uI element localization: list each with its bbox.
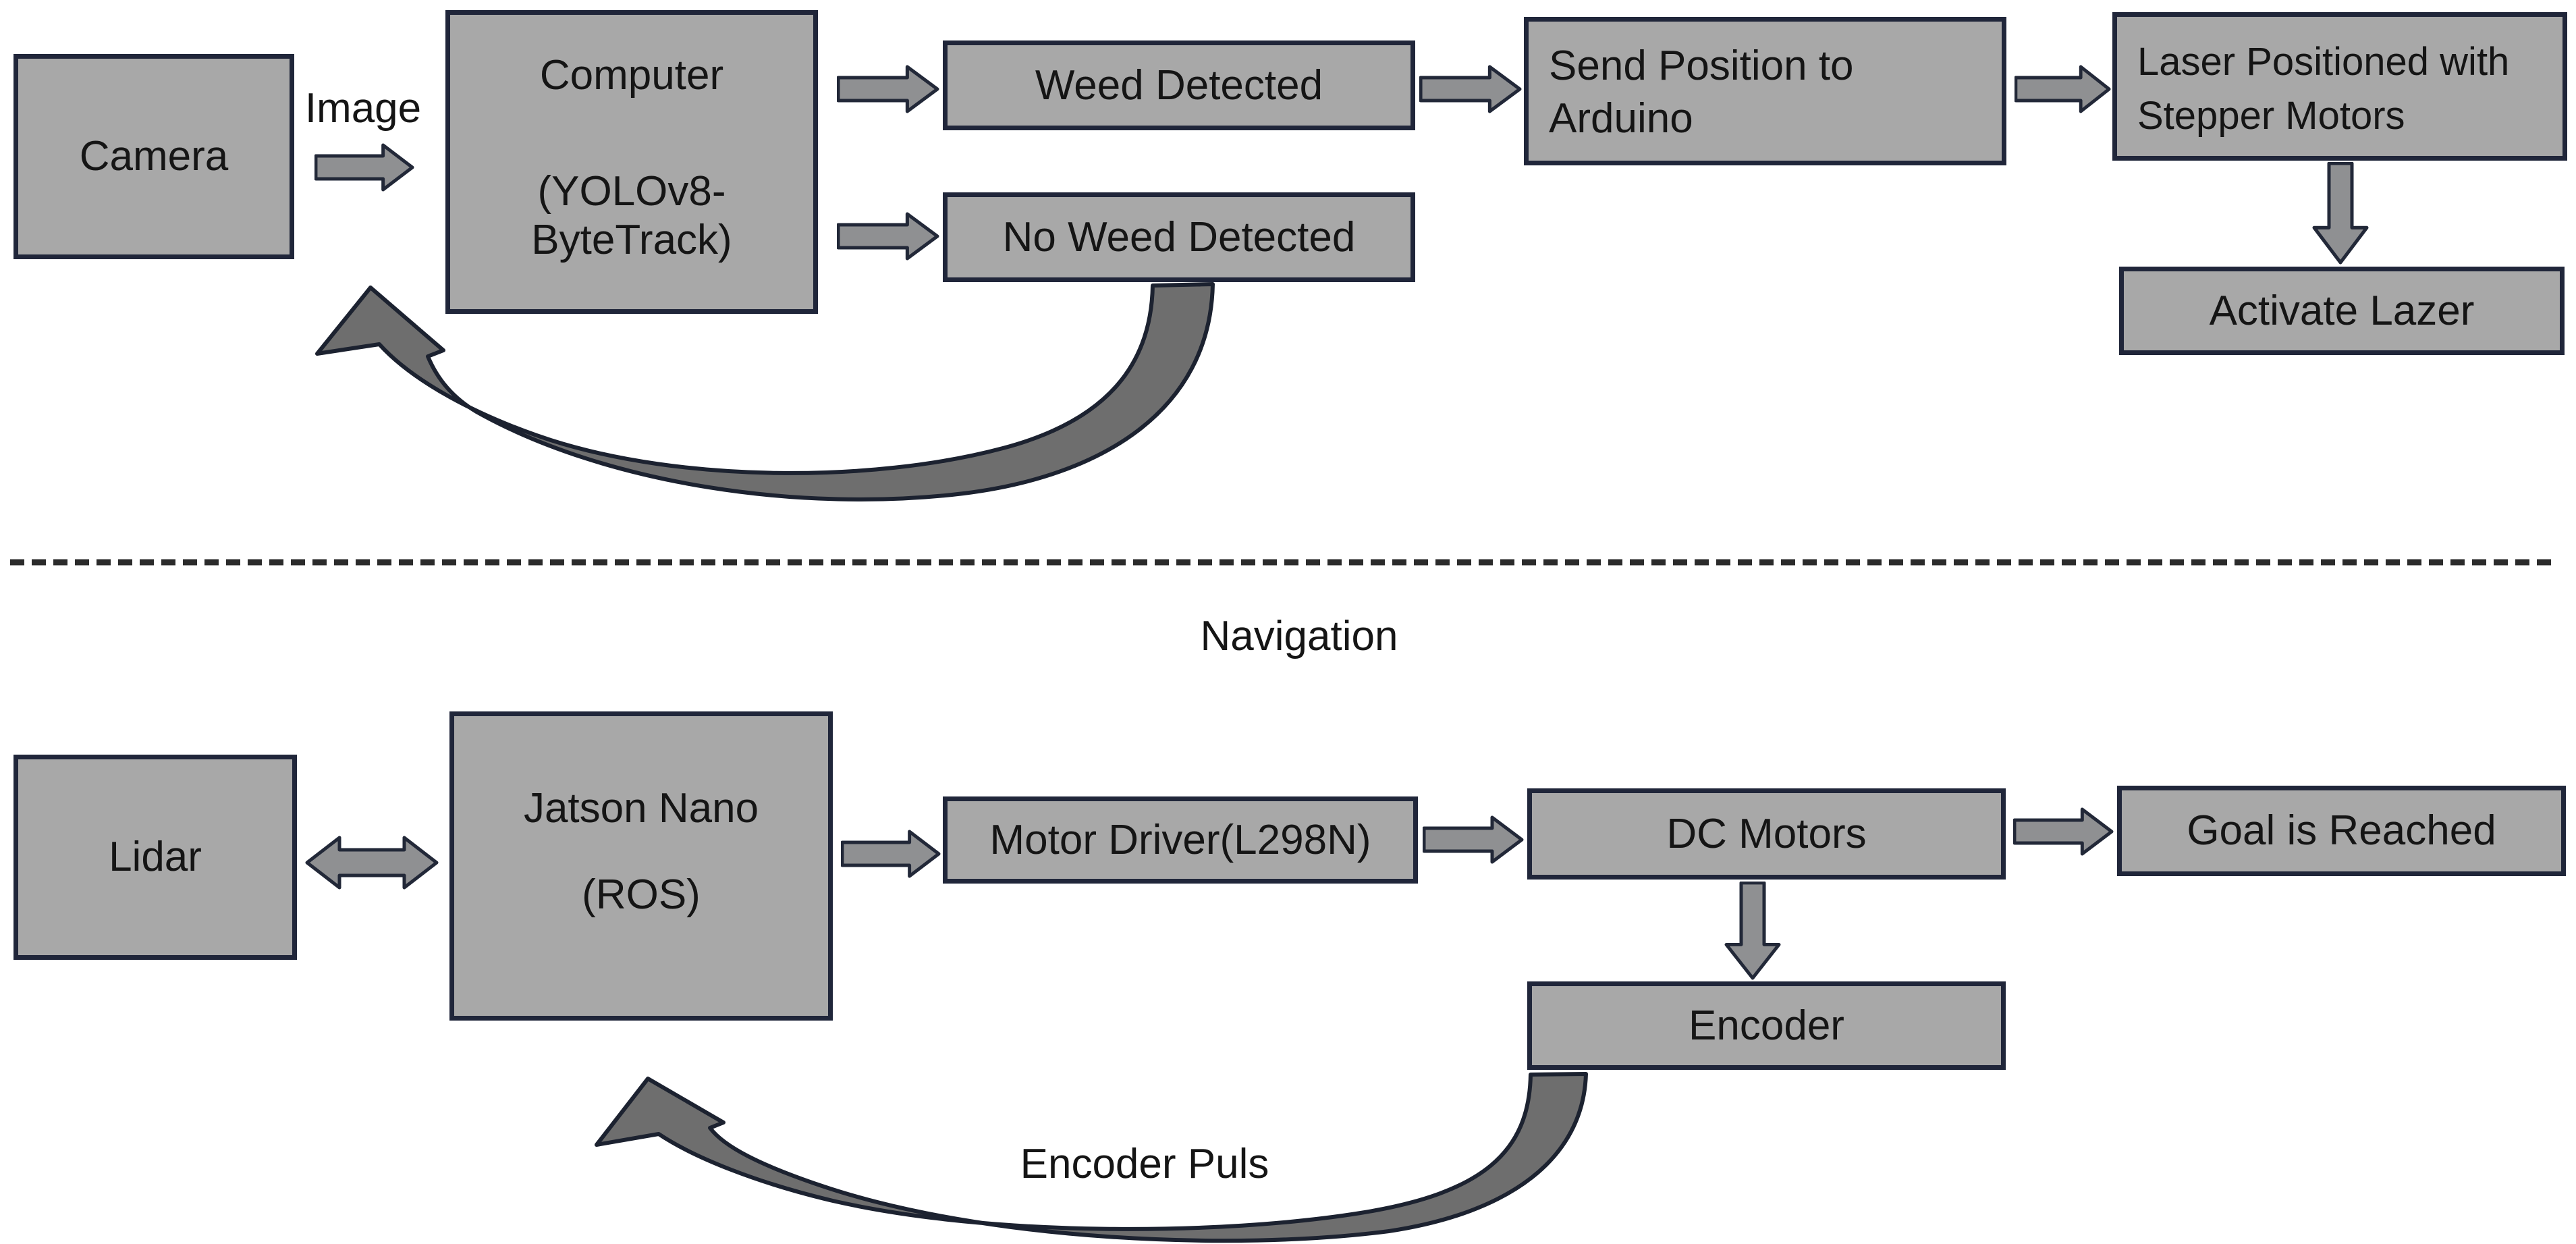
node-computer-line3: ByteTrack): [531, 217, 732, 263]
arrow-laser-to-activate: [2312, 162, 2369, 265]
node-laser-positioned: Laser Positioned with Stepper Motors: [2112, 12, 2567, 161]
arrow-dc-motors-to-encoder: [1724, 882, 1781, 980]
arrow-motor-driver-to-dc-motors: [1423, 815, 1524, 864]
curved-arrow-no-weed-loopback: [315, 282, 1215, 502]
node-send-position-arduino: Send Position to Arduino: [1524, 17, 2006, 165]
node-encoder-label: Encoder: [1689, 1002, 1844, 1049]
node-activate-lazer-label: Activate Lazer: [2209, 287, 2475, 334]
arrow-jetson-to-motor-driver: [841, 830, 941, 878]
node-laser-line1: Laser Positioned with: [2137, 40, 2510, 84]
node-encoder: Encoder: [1527, 981, 2006, 1070]
node-camera-label: Camera: [79, 133, 229, 180]
arrow-send-to-laser: [2015, 65, 2111, 113]
edge-label-encoder-puls: Encoder Puls: [1020, 1141, 1269, 1187]
node-motor-driver: Motor Driver(L298N): [943, 796, 1418, 884]
arrow-dc-motors-to-goal: [2013, 807, 2114, 856]
arrow-computer-to-no-weed-detected: [837, 212, 939, 261]
node-laser-line2: Stepper Motors: [2137, 94, 2405, 138]
node-lidar: Lidar: [13, 755, 297, 960]
section-label-navigation: Navigation: [1200, 613, 1398, 659]
node-lidar-label: Lidar: [109, 834, 202, 880]
node-computer: Computer (YOLOv8- ByteTrack): [445, 10, 818, 314]
arrow-weed-to-send-position: [1419, 65, 1522, 113]
node-jetson-nano: Jatson Nano (ROS): [449, 711, 833, 1021]
node-send-position-line2: Arduino: [1549, 95, 1693, 142]
node-camera: Camera: [13, 54, 294, 259]
edge-label-image: Image: [304, 85, 422, 132]
node-goal-reached-label: Goal is Reached: [2187, 807, 2496, 854]
node-goal-reached: Goal is Reached: [2117, 786, 2566, 876]
node-activate-lazer: Activate Lazer: [2119, 267, 2565, 355]
node-motor-driver-label: Motor Driver(L298N): [989, 816, 1371, 863]
node-weed-detected-label: Weed Detected: [1035, 61, 1323, 109]
node-dc-motors-label: DC Motors: [1666, 810, 1867, 857]
node-no-weed-detected-label: No Weed Detected: [1002, 213, 1356, 261]
arrow-lidar-jetson-bidirectional: [305, 836, 439, 890]
node-jetson-line1: Jatson Nano: [523, 785, 759, 832]
node-computer-line2: (YOLOv8-: [537, 168, 726, 215]
node-computer-line1: Computer: [539, 52, 724, 99]
node-weed-detected: Weed Detected: [943, 40, 1415, 130]
node-no-weed-detected: No Weed Detected: [943, 192, 1415, 282]
node-send-position-line1: Send Position to: [1549, 43, 1854, 89]
arrow-computer-to-weed-detected: [837, 65, 939, 113]
node-jetson-line2: (ROS): [582, 871, 701, 918]
node-dc-motors: DC Motors: [1527, 788, 2006, 880]
arrow-camera-to-computer: [314, 143, 414, 192]
